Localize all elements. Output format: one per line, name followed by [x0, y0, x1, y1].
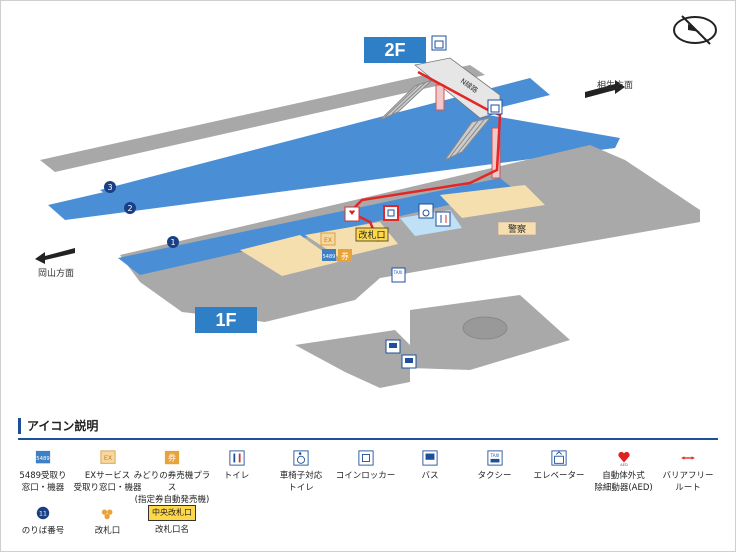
legend-item-elevator: エレベーター — [518, 450, 600, 482]
legend-item-coin-locker: コインロッカー — [325, 450, 407, 482]
legend-label: 改札口 — [94, 526, 121, 536]
floor-1f-tag: 1F — [195, 307, 257, 333]
legend-label: バス — [421, 471, 439, 481]
legend-item-ex-service: EX EXサービス 受取り窓口・機器 — [67, 450, 149, 494]
compass-icon — [673, 15, 717, 45]
gate-label: 改札口 — [358, 229, 385, 241]
legend-divider — [18, 438, 718, 440]
legend-label: 自動体外式 除細動器(AED) — [594, 471, 653, 493]
station-ground — [120, 145, 700, 322]
legend-label: 改札口名 — [154, 525, 189, 535]
ticket-office-icon: 5489 — [322, 249, 336, 261]
svg-text:券: 券 — [168, 453, 176, 463]
legend-item-barrier-free-route: バリアフリー ルート — [647, 450, 729, 494]
legend-label: 車椅子対応 トイレ — [279, 471, 323, 493]
stairs-west — [379, 79, 433, 121]
gate-name-icon: 中央改札口 — [148, 505, 196, 521]
ticket-gate-icon — [67, 505, 149, 521]
platform-1 — [118, 178, 515, 275]
svg-text:EX: EX — [103, 455, 112, 462]
concourse-west — [240, 235, 338, 276]
aed-icon — [344, 206, 360, 222]
taxi-icon: TAXI — [391, 267, 406, 283]
coin-locker-icon — [383, 205, 399, 221]
elevator-icon — [431, 35, 447, 51]
coin-locker-icon — [325, 450, 407, 466]
ticket-office-icon: 5489 — [2, 450, 84, 466]
svg-text:5489: 5489 — [323, 254, 336, 260]
roundabout — [462, 316, 508, 340]
legend-item-platform-number: 11 のりば番号 — [2, 505, 84, 537]
toilet-icon — [435, 211, 451, 227]
platform-number-1: 1 — [167, 236, 179, 248]
aed-icon: AED — [583, 450, 665, 466]
legend-label: エレベーター — [533, 471, 585, 481]
east-direction-label: 相生方面 — [597, 81, 634, 91]
toilet-icon — [196, 450, 278, 466]
platform-number-icon: 11 — [2, 505, 84, 521]
legend-item-ticket-machine: 券みどりの券売機プラス (指定券自動発売機) — [131, 450, 213, 506]
police-label: 警察 — [508, 223, 526, 235]
ticket-machine-icon: 券 — [131, 450, 213, 466]
svg-text:11: 11 — [39, 511, 47, 518]
platform-2 — [48, 110, 620, 220]
elevator-shaft-1 — [435, 84, 445, 111]
bus-icon — [389, 450, 471, 466]
legend-label: バリアフリー ルート — [662, 471, 714, 493]
legend-item-aed: AED 自動体外式 除細動器(AED) — [583, 450, 665, 494]
legend-item-wheelchair-toilet: 車椅子対応 トイレ — [260, 450, 342, 494]
west-arrow-icon — [35, 248, 75, 264]
svg-text:TAXI: TAXI — [489, 453, 499, 458]
legend-item-toilet: トイレ — [196, 450, 278, 482]
platform-number-2: 2 — [124, 202, 136, 214]
ex-service-icon: EX — [67, 450, 149, 466]
bus-icon — [385, 339, 401, 354]
elevator-icon — [518, 450, 600, 466]
elevator-icon-2 — [487, 99, 503, 115]
svg-text:2: 2 — [127, 204, 132, 213]
legend-item-gate-name: 中央改札口改札口名 — [131, 505, 213, 536]
svg-text:券: 券 — [341, 251, 349, 261]
legend-title: アイコン説明 — [18, 418, 98, 434]
legend-label: のりば番号 — [21, 526, 65, 536]
stairs-east — [443, 117, 492, 162]
legend-item-ticket-office: 5489 5489受取り 窓口・機器 — [2, 450, 84, 494]
legend-label: タクシー — [477, 471, 512, 481]
track-strip-north — [40, 65, 485, 172]
svg-text:5489: 5489 — [36, 456, 50, 462]
ex-service-icon: EX — [320, 232, 336, 246]
legend-label: 5489受取り 窓口・機器 — [19, 471, 67, 493]
svg-text:1: 1 — [170, 238, 175, 247]
west-direction-label: 岡山方面 — [38, 269, 75, 279]
floor-2f-tag: 2F — [364, 37, 426, 63]
legend-item-bus: バス — [389, 450, 471, 482]
legend-label: みどりの券売機プラス (指定券自動発売機) — [133, 471, 211, 505]
elevator-shaft-2 — [491, 127, 501, 179]
legend-label: トイレ — [223, 471, 250, 481]
bus-area — [295, 330, 410, 388]
wheelchair-toilet-icon — [260, 450, 342, 466]
svg-text:3: 3 — [107, 183, 112, 192]
platform-number-3: 3 — [104, 181, 116, 193]
barrier-free-route-icon — [647, 450, 729, 466]
svg-text:AED: AED — [620, 463, 628, 466]
police-badge — [497, 221, 537, 236]
svg-text:TAXI: TAXI — [393, 270, 403, 275]
gate-badge — [355, 227, 389, 242]
legend-label: EXサービス 受取り窓口・機器 — [73, 471, 142, 493]
legend-label: コインロッカー — [335, 471, 396, 481]
east-arrow-icon — [585, 80, 625, 98]
ticket-machine-icon: 券 — [338, 249, 352, 262]
svg-text:EX: EX — [324, 237, 332, 244]
bus-icon-2 — [401, 354, 417, 369]
legend-item-taxi: TAXI タクシー — [454, 450, 536, 482]
concourse-east — [440, 185, 545, 218]
taxi-icon: TAXI — [454, 450, 536, 466]
legend-item-ticket-gate: 改札口 — [67, 505, 149, 537]
wheelchair-icon — [418, 203, 434, 219]
